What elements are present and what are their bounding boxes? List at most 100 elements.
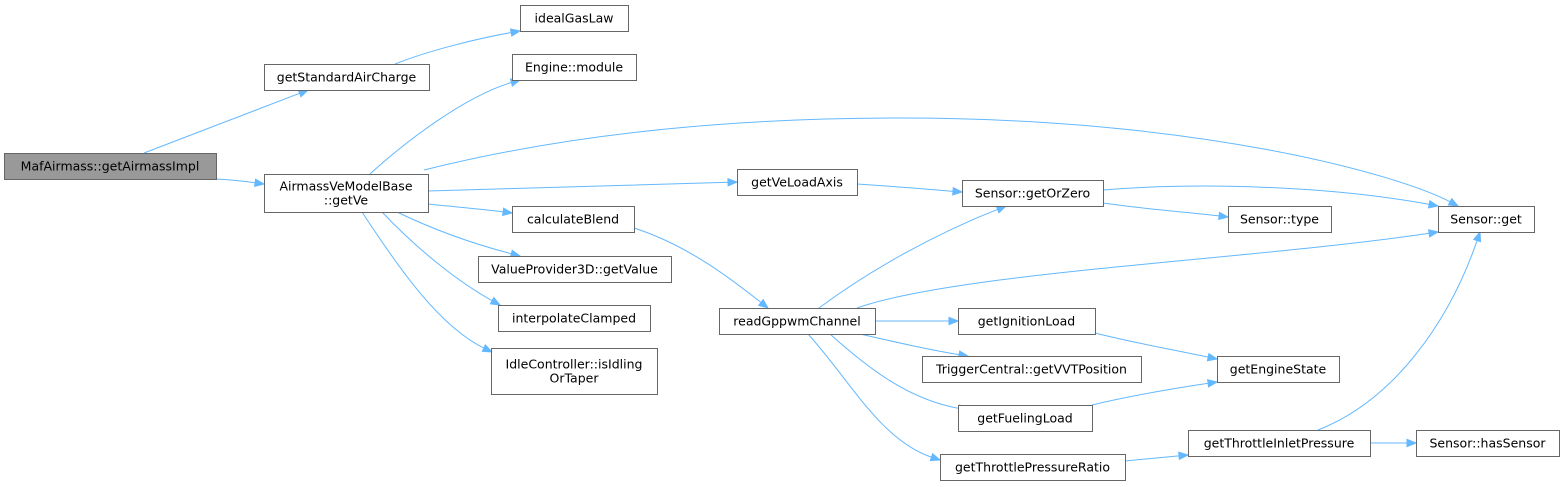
arrowhead-icon: [1447, 197, 1460, 207]
edge-line: [1124, 455, 1181, 462]
edge-n19-n20: [1370, 438, 1418, 448]
edge-n10-n13: [856, 229, 1440, 309]
node-getstandardaircharge[interactable]: getStandardAirCharge: [264, 64, 430, 91]
node-sensor-type[interactable]: Sensor::type: [1228, 206, 1332, 233]
node-label: getVeLoadAxis: [751, 175, 843, 190]
node-sensor-hassensor[interactable]: Sensor::hasSensor: [1416, 430, 1560, 457]
arrowhead-icon: [757, 298, 770, 309]
node-mafairmass-getairmassimpl[interactable]: MafAirmass::getAirmassImpl: [4, 153, 217, 180]
edge-n18-n19: [1124, 451, 1190, 462]
arrowhead-icon: [1207, 379, 1219, 388]
edge-line: [829, 333, 961, 410]
edge-line: [215, 178, 257, 184]
node-label: Sensor::get: [1450, 212, 1522, 227]
arrowhead-icon: [948, 316, 960, 326]
arrowhead-icon: [1472, 230, 1482, 243]
edge-n10-n15: [859, 333, 970, 359]
node-box: [1228, 206, 1332, 233]
node-box: [1217, 356, 1340, 383]
node-triggercentral-getvvtposition[interactable]: TriggerCentral::getVVTPosition: [922, 356, 1142, 383]
edge-line: [633, 227, 763, 304]
node-label: getThrottleInletPressure: [1204, 436, 1355, 451]
edge-line: [1091, 382, 1210, 406]
node-engine-module[interactable]: Engine::module: [512, 54, 637, 81]
node-box: [264, 174, 429, 213]
node-getfuelingload[interactable]: getFuelingLoad: [958, 405, 1093, 432]
node-interpolateclamped[interactable]: interpolateClamped: [498, 305, 651, 332]
nodes-layer: MafAirmass::getAirmassImpl getStandardAir…: [4, 5, 1560, 481]
edge-n10-n11: [818, 205, 1008, 309]
node-label: Sensor::type: [1240, 212, 1319, 227]
edge-n3-n4: [369, 78, 522, 175]
node-box: [512, 54, 637, 81]
edge-n3-n5: [427, 177, 739, 192]
node-calculateblend[interactable]: calculateBlend: [512, 206, 635, 233]
node-box: [958, 405, 1093, 432]
edge-line: [427, 181, 730, 192]
edge-line: [369, 81, 513, 175]
edge-line: [361, 211, 486, 349]
node-getthrottleinletpressure[interactable]: getThrottleInletPressure: [1188, 430, 1371, 457]
edge-n6-n10: [633, 227, 770, 309]
edge-line: [423, 117, 1452, 203]
edge-line: [381, 211, 494, 302]
node-getenginestate[interactable]: getEngineState: [1217, 356, 1340, 383]
node-box: [498, 305, 651, 332]
node-getveloadaxis[interactable]: getVeLoadAxis: [737, 169, 858, 196]
arrowhead-icon: [254, 178, 266, 187]
edge-n19-n13: [1317, 230, 1482, 431]
node-getignitionload[interactable]: getIgnitionLoad: [958, 308, 1096, 335]
edge-n17-n16: [1091, 379, 1219, 406]
node-box: [737, 169, 858, 196]
edge-n14-n16: [1094, 332, 1219, 362]
node-box: [958, 308, 1096, 335]
node-airmassvemodelbase-getve[interactable]: AirmassVeModelBase::getVe: [264, 174, 429, 213]
arrowhead-icon: [1218, 211, 1230, 221]
node-label: Sensor::getOrZero: [975, 186, 1090, 201]
edge-line: [394, 31, 513, 65]
node-box: [520, 5, 629, 32]
node-label: TriggerCentral::getVVTPosition: [935, 362, 1127, 377]
node-box: [491, 348, 658, 395]
node-label: Engine::module: [525, 60, 623, 75]
node-label: MafAirmass::getAirmassImpl: [21, 159, 200, 174]
node-box: [922, 356, 1142, 383]
node-sensor-get[interactable]: Sensor::get: [1438, 206, 1535, 233]
node-box: [512, 206, 635, 233]
node-idealgaslaw[interactable]: idealGasLaw: [520, 5, 629, 32]
edge-n11-n12: [1102, 202, 1230, 221]
node-label: readGppwmChannel: [733, 314, 860, 329]
node-label: calculateBlend: [527, 212, 619, 227]
node-label: ValueProvider3D::getValue: [491, 262, 658, 277]
node-sensor-getorzero[interactable]: Sensor::getOrZero: [962, 180, 1104, 207]
edge-line: [807, 333, 933, 458]
edge-line: [143, 92, 301, 154]
edge-n1-n2: [394, 28, 522, 65]
edge-line: [1102, 202, 1221, 217]
arrowhead-icon: [1428, 229, 1440, 238]
arrowhead-icon: [509, 28, 522, 37]
node-box: [940, 454, 1126, 481]
edge-line: [1102, 185, 1431, 206]
edges-layer: [143, 28, 1482, 462]
arrowhead-icon: [1178, 451, 1190, 461]
edge-n3-n6: [427, 203, 514, 217]
edge-line: [856, 183, 955, 192]
edge-line: [856, 232, 1431, 309]
edge-n5-n11: [856, 183, 964, 196]
node-label: idealGasLaw: [535, 11, 614, 26]
arrowhead-icon: [1206, 352, 1219, 362]
edge-n3-n7: [396, 211, 522, 258]
edge-n3-n9: [361, 211, 494, 353]
edge-line: [396, 211, 513, 255]
edge-n0-n3: [215, 178, 266, 187]
node-label: Sensor::hasSensor: [1430, 436, 1547, 451]
node-valueprovider3d-getvalue[interactable]: ValueProvider3D::getValue: [478, 256, 672, 283]
node-label: OrTaper: [550, 371, 600, 386]
node-getthrottlepressureratio[interactable]: getThrottlePressureRatio: [940, 454, 1126, 481]
node-label: getIgnitionLoad: [978, 314, 1075, 329]
node-readgppwmchannel[interactable]: readGppwmChannel: [719, 308, 876, 335]
arrowhead-icon: [481, 344, 494, 353]
edge-line: [818, 208, 999, 309]
